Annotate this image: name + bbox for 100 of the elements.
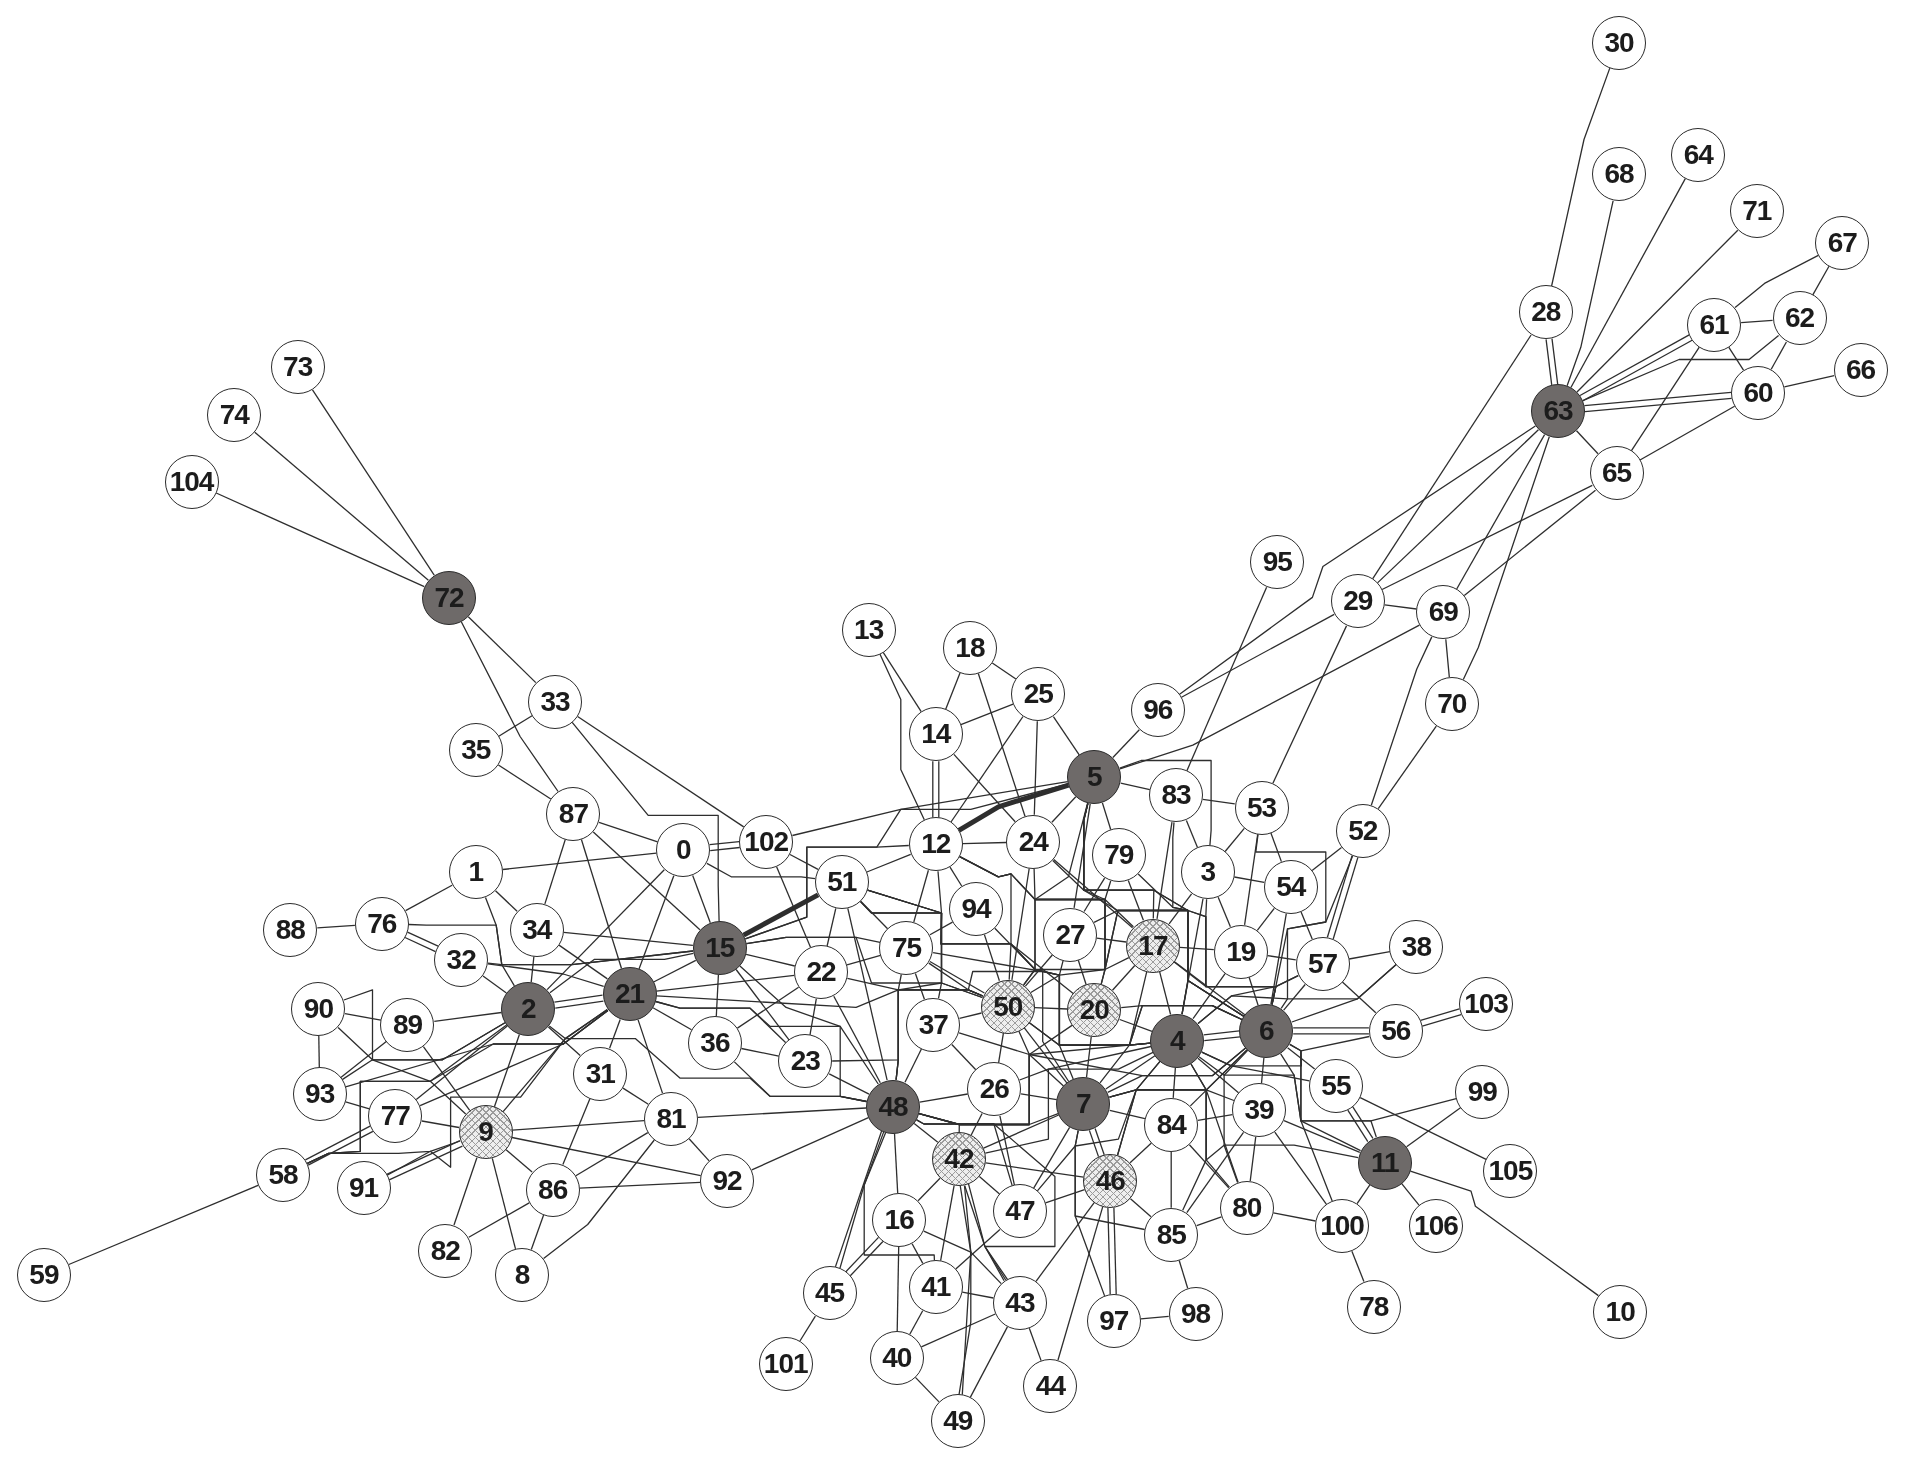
filled-node-circle: 6 — [1239, 1003, 1294, 1058]
edge-line — [433, 1011, 503, 1022]
node-circle: 53 — [1234, 780, 1289, 835]
edge-line — [1639, 405, 1736, 461]
edge-line — [882, 651, 922, 713]
edge-line — [502, 852, 658, 871]
edge-line — [542, 1139, 655, 1260]
node-circle: 85 — [1144, 1207, 1199, 1262]
edge-line — [580, 838, 623, 970]
edge-line — [547, 1026, 581, 1057]
edge-line — [546, 869, 665, 991]
edge-line — [1058, 960, 1074, 1080]
edge-line — [341, 1022, 506, 1081]
edge-line — [1371, 334, 1532, 580]
edge-line — [958, 1030, 1030, 1133]
edge-line — [1740, 319, 1774, 324]
edge-line — [1311, 846, 1343, 872]
edge-line — [997, 1032, 1005, 1064]
edge-line — [1170, 1151, 1172, 1209]
hatched-node-circle: 50 — [980, 979, 1035, 1034]
edge-line — [1292, 1027, 1370, 1029]
node-circle: 69 — [1416, 585, 1471, 640]
node-circle: 61 — [1687, 297, 1742, 352]
edge-line — [511, 1120, 645, 1131]
edge-line — [1545, 338, 1553, 386]
edge-line — [1202, 798, 1236, 805]
edge-line — [831, 989, 984, 1062]
edge-line — [1172, 821, 1189, 1015]
edge-line — [1011, 867, 1030, 981]
edge-line — [913, 1122, 939, 1143]
node-circle: 65 — [1589, 446, 1644, 501]
edge-line — [484, 896, 516, 987]
node-circle: 104 — [164, 454, 219, 509]
edge-line — [951, 1043, 977, 1071]
edge-line — [215, 492, 425, 588]
edge-line — [733, 1061, 868, 1103]
node-circle: 67 — [1815, 215, 1870, 270]
edge-line — [977, 672, 1026, 817]
edge-line — [1033, 868, 1106, 985]
node-circle: 77 — [368, 1089, 423, 1144]
edge-line — [1381, 484, 1593, 591]
edge-line — [544, 838, 566, 905]
node-circle: 92 — [700, 1154, 755, 1208]
edge-line — [563, 931, 694, 946]
edge-line — [736, 986, 800, 1029]
node-circle: 76 — [354, 896, 409, 951]
edge-line — [578, 1181, 701, 1189]
node-circle: 26 — [967, 1062, 1022, 1117]
node-circle: 84 — [1144, 1097, 1199, 1152]
edge-line — [460, 621, 559, 793]
edge-line — [708, 840, 740, 846]
edge-line — [706, 862, 816, 880]
node-circle: 41 — [908, 1260, 963, 1315]
node-circle: 90 — [291, 981, 346, 1036]
edge-line — [1384, 604, 1418, 610]
edge-line — [1093, 909, 1245, 1017]
node-circle: 47 — [992, 1184, 1047, 1239]
node-circle: 78 — [1346, 1279, 1401, 1334]
edge-line — [498, 715, 533, 737]
filled-node-circle: 7 — [1056, 1077, 1111, 1132]
node-circle: 1 — [448, 845, 503, 900]
node-circle: 79 — [1091, 828, 1146, 883]
node-circle: 74 — [207, 387, 262, 442]
edge-line — [422, 1046, 471, 1111]
edge-line — [1224, 827, 1245, 853]
edge-line — [467, 616, 537, 684]
edge-line — [745, 953, 796, 967]
edge-line — [337, 1026, 467, 1115]
edge-line — [1462, 436, 1550, 681]
edge-line — [598, 821, 659, 843]
node-circle: 60 — [1731, 365, 1786, 420]
edge-line — [692, 874, 711, 924]
edge-line — [1140, 1315, 1170, 1320]
edge-line — [1419, 1008, 1461, 1022]
edge-line — [1129, 1142, 1153, 1164]
edge-line — [1186, 1131, 1245, 1214]
edge-line — [482, 975, 508, 994]
edge-line — [950, 715, 1024, 823]
filled-node-circle: 48 — [866, 1079, 921, 1134]
edge-line — [914, 972, 926, 1000]
edge-line — [863, 1131, 936, 1261]
node-circle: 81 — [644, 1091, 698, 1146]
edge-line — [1023, 880, 1112, 986]
edge-line — [1113, 1207, 1117, 1296]
edge-line — [949, 866, 963, 887]
edge-line — [1178, 1259, 1189, 1289]
edge-line — [929, 921, 954, 936]
edge-line — [915, 1119, 1056, 1281]
edge-line — [1351, 1250, 1365, 1283]
edge-line — [1233, 876, 1265, 883]
edge-line — [958, 1012, 983, 1020]
node-circle: 94 — [949, 881, 1003, 936]
edge-line — [608, 1018, 621, 1049]
node-circle: 37 — [906, 997, 961, 1052]
edge-line — [740, 1047, 780, 1057]
edge-line — [1570, 177, 1686, 389]
edge-line — [1052, 715, 1080, 756]
node-circle: 87 — [546, 786, 601, 841]
node-circle: 35 — [448, 723, 503, 778]
edge-line — [688, 1138, 710, 1162]
